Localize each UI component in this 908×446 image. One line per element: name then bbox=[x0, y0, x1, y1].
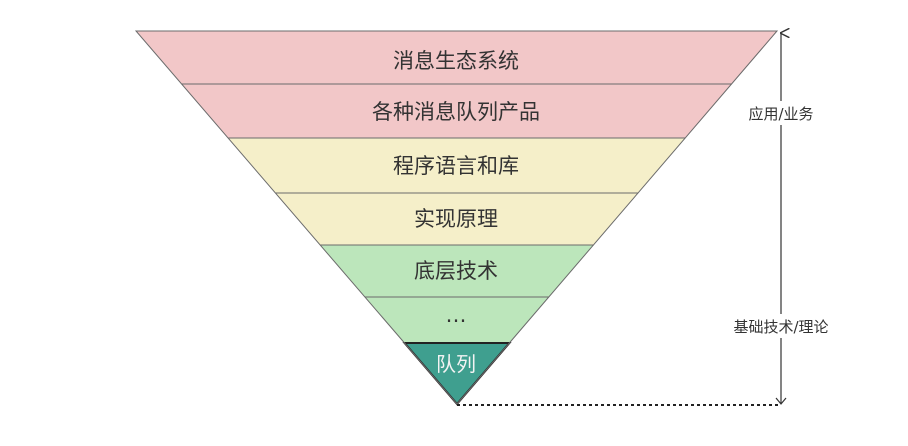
band-low-level bbox=[320, 245, 594, 297]
band-languages bbox=[228, 138, 686, 193]
layer-label-ellipsis: … bbox=[446, 303, 467, 327]
apex-label-queue: 队列 bbox=[436, 352, 476, 376]
band-products bbox=[182, 84, 732, 138]
band-ecosystem bbox=[136, 31, 778, 84]
layer-label-low-level: 底层技术 bbox=[414, 259, 498, 283]
band-apex bbox=[404, 343, 510, 404]
layer-label-products: 各种消息队列产品 bbox=[372, 100, 540, 124]
layer-label-ecosystem: 消息生态系统 bbox=[393, 49, 519, 73]
triangle-outline bbox=[134, 30, 779, 405]
axis-label-foundation: 基础技术/理论 bbox=[733, 318, 828, 336]
band-principles bbox=[275, 193, 639, 245]
layer-label-principles: 实现原理 bbox=[414, 207, 498, 231]
band-ellipsis bbox=[365, 297, 549, 343]
axis-label-application: 应用/业务 bbox=[748, 105, 813, 123]
layer-label-languages: 程序语言和库 bbox=[393, 154, 519, 178]
axis-bottom-tick bbox=[775, 397, 787, 405]
